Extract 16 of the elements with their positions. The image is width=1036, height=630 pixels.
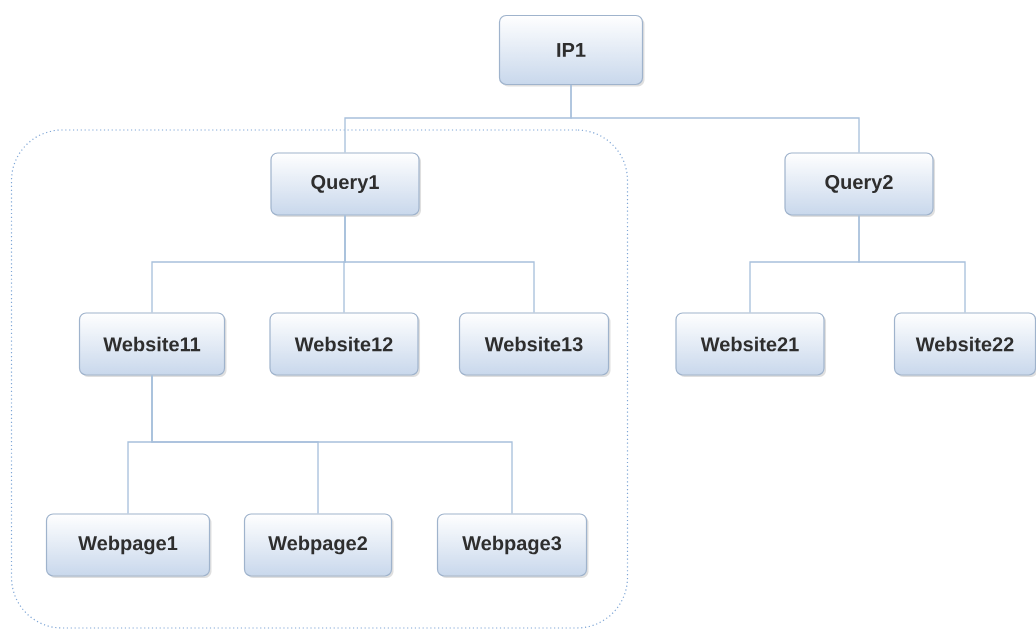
connector-line	[570, 84, 860, 154]
node-box: Webpage3	[436, 513, 589, 578]
node-box: Website21	[675, 312, 826, 377]
node-box: Website13	[458, 312, 611, 377]
connector-line	[344, 214, 535, 314]
node-box: Website12	[269, 312, 420, 377]
node-box: Query1	[270, 152, 421, 217]
node-box: Webpage2	[243, 513, 394, 578]
node-box: Webpage1	[45, 513, 212, 578]
node-box: Website22	[893, 312, 1036, 377]
connector-line	[151, 374, 513, 515]
group-outline	[10, 129, 629, 629]
node-box: IP1	[498, 14, 645, 87]
node-box: Query2	[784, 152, 935, 217]
node-box: Website11	[78, 312, 227, 377]
connector-line	[858, 214, 966, 314]
